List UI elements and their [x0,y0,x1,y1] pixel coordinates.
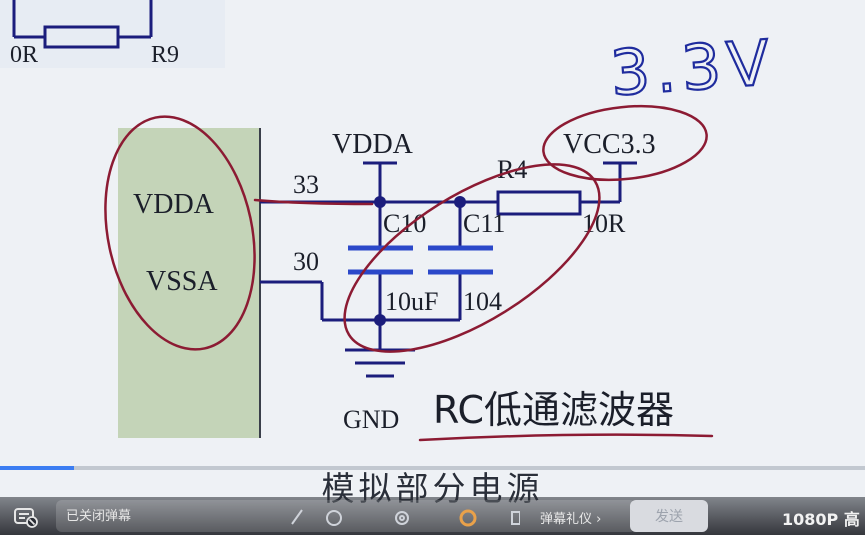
capacitor-c10 [348,245,413,275]
gnd-label: GND [343,405,399,434]
c11-ref: C11 [463,209,505,238]
danmaku-tools [290,504,521,533]
vcc-circle [542,104,708,182]
gear-icon[interactable] [395,511,409,525]
quality-selector[interactable]: 1080P 高 [782,510,860,529]
r9-ref: R9 [151,42,179,68]
pin-vdda-label: VDDA [133,189,215,220]
r4-ref: R4 [497,155,527,184]
c10-ref: C10 [383,209,426,238]
r9-partial: 0R R9 [0,0,225,68]
pin-vdda-number: 33 [293,170,319,199]
danmaku-toggle-button[interactable] [10,503,42,531]
junction-dot [454,196,466,208]
color-wheel-icon[interactable] [459,509,477,527]
r4-value: 10R [582,209,626,238]
pen-icon[interactable] [291,509,303,525]
send-button[interactable]: 发送 [630,500,708,532]
voltage-note: 3.3V [608,26,778,110]
net-vcc-label: VCC3.3 [563,129,656,160]
c11-value: 104 [463,287,502,316]
junction-dot [374,196,386,208]
danmaku-etiquette-link[interactable]: 弹幕礼仪 › [540,512,602,527]
pin-vssa-number: 30 [293,247,319,276]
red-annotations [104,104,714,442]
danmaku-off-icon [14,508,38,528]
trash-icon[interactable] [511,511,521,525]
r9-value: 0R [10,42,38,68]
capacitor-c11 [428,245,493,275]
rc-filter-circle [343,163,601,353]
player-controls: 弹幕礼仪 › 发送 1080P 高 [0,497,865,535]
pin-vssa-label: VSSA [146,266,218,297]
vdda-pin-stroke [253,198,374,206]
resistor-r4 [496,190,582,216]
filter-underline [418,433,714,442]
junction-dot [374,314,386,326]
style-icon[interactable] [326,510,342,526]
filter-note: RC低通滤波器 [433,388,674,432]
vdda-vssa-circle [104,115,256,351]
ic-body [118,128,260,438]
c10-value: 10uF [385,287,438,316]
progress-fill [0,466,74,470]
progress-bar[interactable] [0,466,865,470]
danmaku-input[interactable] [56,500,636,532]
net-vdda-label: VDDA [332,129,414,160]
